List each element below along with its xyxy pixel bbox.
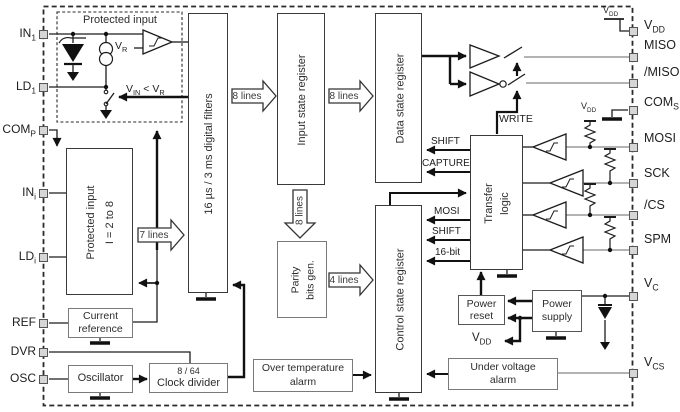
- shift-label-top: SHIFT: [431, 136, 460, 147]
- digital-filters-block: 16 µs / 3 ms digital filters: [188, 13, 228, 293]
- bus-arrows: [137, 79, 374, 297]
- 16bit-label: 16-bit: [435, 247, 461, 258]
- pin-vc: [629, 292, 638, 301]
- tvs-diode: [58, 36, 86, 81]
- pin-label-vc: VC: [644, 276, 659, 293]
- vr-label: VR: [115, 40, 128, 55]
- pin-ini: [39, 189, 48, 198]
- vdd-output-label: VDD: [472, 332, 492, 347]
- bus-8lines-label-down: 8 lines: [294, 196, 306, 225]
- write-label: WRITE: [499, 113, 533, 125]
- pin-ld1: [39, 83, 48, 92]
- power-supply-block: Power supply: [532, 290, 582, 332]
- bus-8lines-label-2: 8 lines: [329, 90, 359, 102]
- vdd-rail-label-top: VDD: [603, 5, 619, 18]
- pin-dvr: [39, 348, 48, 357]
- pin-label-osc: OSC: [9, 371, 36, 385]
- bus-8lines-label-1: 8 lines: [232, 90, 262, 102]
- protected-input-block: Protected input I = 2 to 8: [66, 148, 133, 295]
- over-temperature-alarm-block: Over temperature alarm: [253, 359, 353, 392]
- pin-label-ld1: LD1: [15, 79, 36, 96]
- protected-input-title: Protected input: [83, 14, 157, 26]
- data-state-register-block: Data state register: [375, 13, 422, 183]
- parity-generator-block: Parity bits gen.: [277, 241, 327, 318]
- pin-sck: [629, 179, 638, 188]
- bus-7lines-label: 7 lines: [139, 229, 169, 241]
- pin-spm: [629, 246, 638, 255]
- pin-nmiso: [629, 79, 638, 88]
- pin-vcs: [629, 369, 638, 378]
- power-reset-block: Power reset: [458, 295, 505, 325]
- vdd-pullup-label: VDD: [581, 101, 597, 114]
- ground-symbols: [90, 117, 622, 401]
- pin-label-dvr: DVR: [10, 344, 36, 358]
- pin-label-vcs: VCS: [644, 355, 665, 372]
- pin-label-ini: INi: [22, 185, 36, 202]
- pin-osc: [39, 375, 48, 384]
- pin-ldi: [39, 253, 48, 262]
- pin-ncs: [629, 211, 638, 220]
- pin-coms: [629, 106, 638, 115]
- input-switch-icon: [100, 89, 115, 119]
- miso-buffers: [469, 44, 526, 97]
- transfer-logic-block: Transfer logic: [470, 135, 523, 270]
- pin-label-vdd: VDD: [644, 18, 665, 35]
- mosi-internal-label: MOSI: [434, 206, 460, 217]
- pin-ref: [39, 319, 48, 328]
- pin-vdd: [629, 27, 638, 36]
- current-reference-block: Current reference: [68, 308, 133, 338]
- input-buffers: [531, 133, 584, 264]
- wires-thin: [49, 18, 629, 397]
- current-source-icon: [98, 41, 114, 67]
- pin-miso: [629, 53, 638, 62]
- protected-input-dashed-box: [56, 11, 183, 123]
- pin-label-nmiso: /MISO: [644, 65, 680, 79]
- shift-label-mid: SHIFT: [432, 226, 461, 237]
- pin-label-in1: IN1: [19, 26, 36, 43]
- pin-label-ldi: LDi: [18, 249, 36, 266]
- under-voltage-alarm-block: Under voltage alarm: [448, 358, 558, 390]
- pin-label-spm: SPM: [644, 232, 672, 246]
- bus-4lines-label: 4 lines: [329, 274, 359, 286]
- control-state-register-block: Control state register: [375, 205, 422, 393]
- pin-label-coms: COMS: [644, 95, 680, 112]
- capture-label: CAPTURE: [422, 158, 470, 169]
- pin-label-sck: SCK: [644, 166, 670, 180]
- oscillator-block: Oscillator: [68, 365, 133, 393]
- pin-label-ref: REF: [12, 315, 36, 329]
- pin-comp: [39, 126, 48, 135]
- junction-dots: [70, 31, 613, 321]
- zener-diode: [598, 304, 612, 350]
- pin-label-mosi: MOSI: [644, 131, 676, 145]
- comparator-icon: [142, 29, 174, 55]
- pull-resistors: [583, 120, 617, 250]
- pin-label-ncs: /CS: [644, 198, 665, 212]
- vin-lt-vr-label: VIN < VR: [126, 83, 165, 98]
- pin-label-comp: COMP: [2, 122, 36, 139]
- pin-label-miso: MISO: [644, 38, 676, 52]
- pin-in1: [39, 30, 48, 39]
- clock-divider-block: 8 / 64 Clock divider: [149, 363, 228, 393]
- chip-boundary: [42, 5, 634, 407]
- input-state-register-block: Input state register: [277, 13, 325, 185]
- pin-mosi: [629, 143, 638, 152]
